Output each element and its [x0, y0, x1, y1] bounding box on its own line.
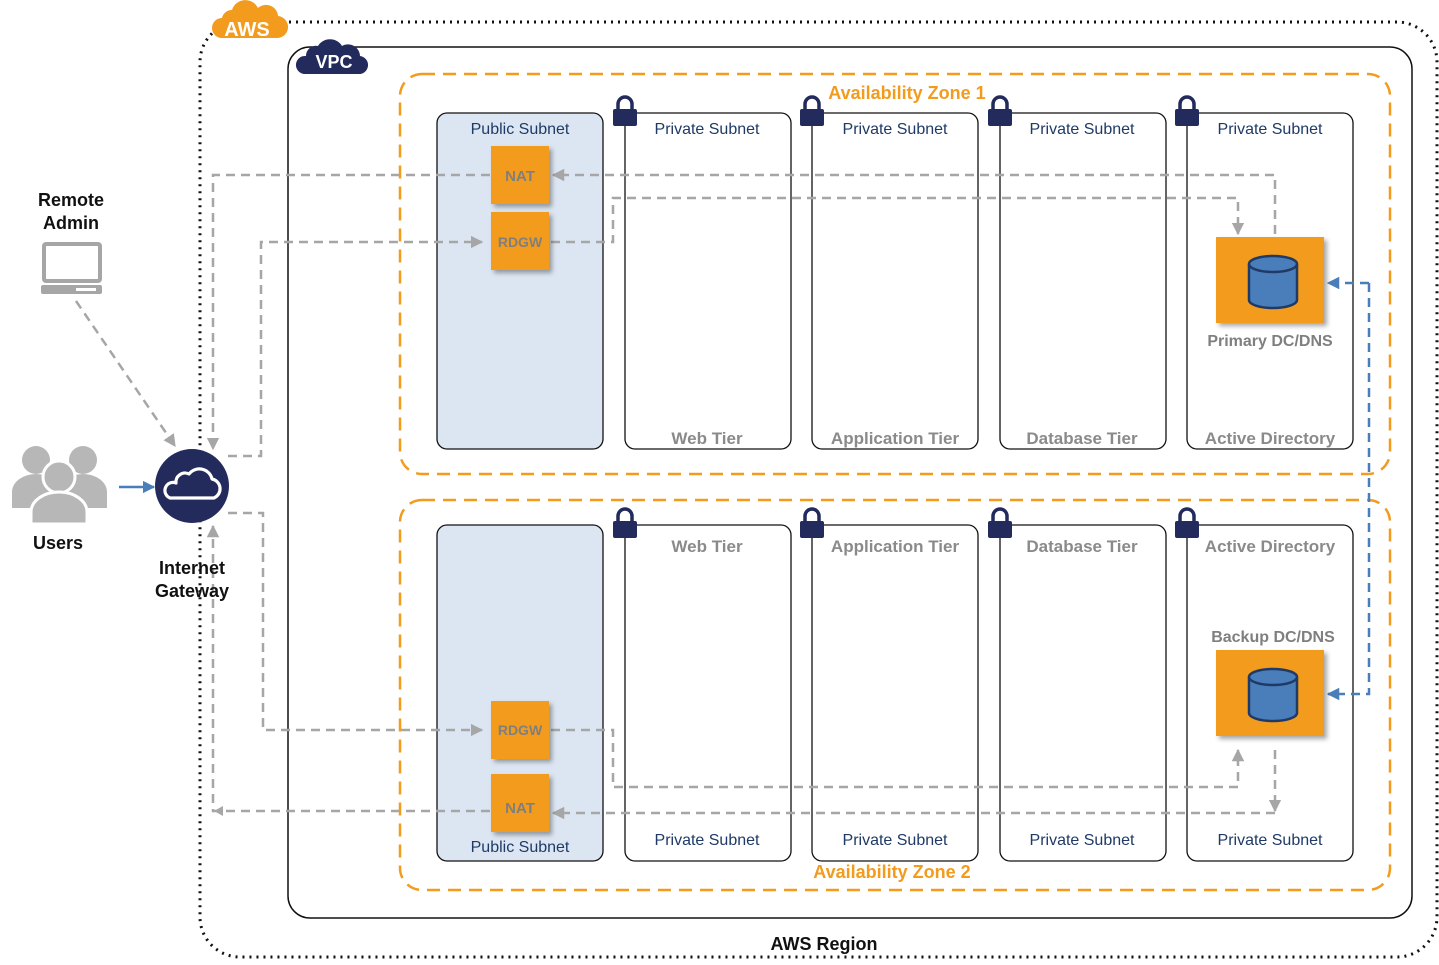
- az2-rdgw-label: RDGW: [498, 722, 543, 738]
- az2-nat-label: NAT: [505, 800, 535, 817]
- backup-dc-label: Backup DC/DNS: [1211, 629, 1335, 646]
- availability-zone-2: [398, 498, 1392, 892]
- az1-rdgw-to-dc-arrow: [551, 196, 1245, 244]
- replication-arrow-down: [1326, 283, 1371, 701]
- az1-app-tier-label: Application Tier: [831, 429, 960, 448]
- az1-label: Availability Zone 1: [828, 83, 985, 103]
- primary-dc-box: [1216, 237, 1324, 323]
- az2-public-subnet-label: Public Subnet: [471, 839, 570, 856]
- lock-icon: [1173, 507, 1201, 540]
- az2-web-tier-label: Web Tier: [671, 537, 743, 556]
- vpc-badge-text: VPC: [315, 52, 352, 72]
- az2-ad-subnet-label: Private Subnet: [1218, 832, 1324, 849]
- az1-web-subnet: [624, 112, 792, 450]
- az1-db-tier-label: Database Tier: [1026, 429, 1138, 448]
- lock-icon: [798, 507, 826, 540]
- az1-ad-subnet-label: Private Subnet: [1218, 121, 1324, 138]
- database-icon: [1247, 667, 1299, 723]
- az2-ad-tier-label: Active Directory: [1205, 537, 1336, 556]
- laptop-icon: [41, 242, 102, 294]
- az1-db-subnet-label: Private Subnet: [1030, 121, 1136, 138]
- az1-rdgw-label: RDGW: [498, 234, 543, 250]
- az2-web-subnet-label: Private Subnet: [655, 832, 761, 849]
- gateway-label-line1: Internet: [159, 558, 225, 578]
- admin-to-gateway-arrow: [74, 300, 177, 448]
- az2-public-subnet: [436, 524, 604, 862]
- vpc-boundary: [287, 46, 1413, 919]
- az1-public-subnet: [436, 112, 604, 450]
- gateway-to-az1-rdgw-arrow: [228, 235, 484, 458]
- users-icon: [12, 446, 107, 526]
- lock-icon: [1173, 95, 1201, 128]
- gateway-label-line2: Gateway: [155, 581, 229, 601]
- az1-ad-tier-label: Active Directory: [1205, 429, 1336, 448]
- gateway-to-az2-rdgw-arrow: [228, 511, 484, 737]
- users-label: Users: [33, 533, 83, 553]
- az2-app-subnet: [811, 524, 979, 862]
- az2-label: Availability Zone 2: [813, 862, 970, 882]
- lock-icon: [986, 507, 1014, 540]
- az1-web-tier-label: Web Tier: [671, 429, 743, 448]
- az1-app-subnet: [811, 112, 979, 450]
- az1-ad-to-nat-arrow: [551, 168, 1277, 234]
- az2-nat-box: NAT: [491, 774, 549, 832]
- az2-web-subnet: [624, 524, 792, 862]
- lock-icon: [611, 507, 639, 540]
- aws-badge: AWS: [212, 0, 289, 41]
- az2-rdgw-box: RDGW: [491, 701, 549, 759]
- az1-nat-box: NAT: [491, 146, 549, 204]
- az1-db-subnet: [999, 112, 1167, 450]
- az1-public-subnet-label: Public Subnet: [471, 121, 570, 138]
- az1-nat-to-gateway-arrow: [206, 173, 490, 451]
- internet-gateway: [155, 449, 229, 523]
- az2-rdgw-to-dc-arrow: [551, 728, 1245, 789]
- az1-rdgw-box: RDGW: [491, 212, 549, 270]
- remote-admin-label-line1: Remote: [38, 190, 104, 210]
- vpc-badge: VPC: [295, 39, 369, 75]
- aws-badge-text: AWS: [224, 19, 270, 41]
- traffic-arrows: [74, 168, 1282, 820]
- remote-admin-label-line2: Admin: [43, 213, 99, 233]
- lock-icon: [611, 95, 639, 128]
- aws-region-label: AWS Region: [771, 934, 878, 954]
- az2-db-subnet: [999, 524, 1167, 862]
- backup-dc-box: [1216, 650, 1324, 736]
- az1-web-subnet-label: Private Subnet: [655, 121, 761, 138]
- az2-app-tier-label: Application Tier: [831, 537, 960, 556]
- az2-db-tier-label: Database Tier: [1026, 537, 1138, 556]
- availability-zone-1: [398, 72, 1392, 476]
- database-icon: [1247, 254, 1299, 310]
- az1-nat-label: NAT: [505, 168, 535, 185]
- az2-app-subnet-label: Private Subnet: [843, 832, 949, 849]
- az2-db-subnet-label: Private Subnet: [1030, 832, 1136, 849]
- primary-dc-label: Primary DC/DNS: [1207, 333, 1333, 350]
- az1-app-subnet-label: Private Subnet: [843, 121, 949, 138]
